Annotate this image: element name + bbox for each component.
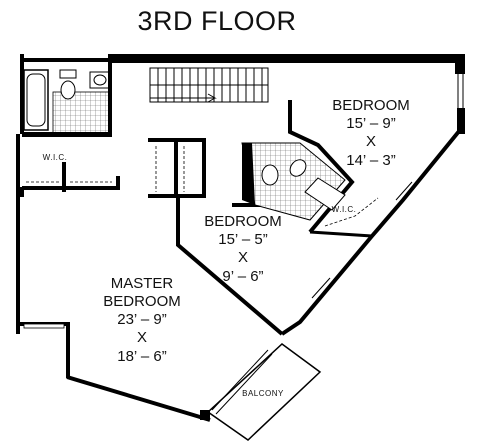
staircase xyxy=(149,67,269,103)
room-bedroom-top-right: BEDROOM 15’ – 9” X 14’ – 3” xyxy=(332,97,410,169)
svg-text:BEDROOM: BEDROOM xyxy=(103,293,181,310)
bath-right: W.I.C. xyxy=(241,100,379,238)
wic-left-label: W.I.C. xyxy=(43,153,68,162)
svg-text:MASTER: MASTER xyxy=(111,275,174,292)
floor-title: 3RD FLOOR xyxy=(137,6,296,36)
svg-text:BEDROOM: BEDROOM xyxy=(204,213,282,230)
windows xyxy=(23,74,464,329)
svg-text:9’ – 6”: 9’ – 6” xyxy=(222,268,263,285)
room-bedroom-middle: BEDROOM 15’ – 5” X 9’ – 6” xyxy=(204,213,282,285)
room-master-bedroom: MASTER BEDROOM 23’ – 9” X 18’ – 6” xyxy=(103,275,181,365)
wic-right-label: W.I.C. xyxy=(332,205,357,214)
svg-text:15’ – 9”: 15’ – 9” xyxy=(346,115,395,132)
svg-text:23’ – 9”: 23’ – 9” xyxy=(117,311,166,328)
bathroom-top-left xyxy=(22,62,112,137)
svg-text:18’ – 6”: 18’ – 6” xyxy=(117,348,166,365)
svg-text:15’ – 5”: 15’ – 5” xyxy=(218,231,267,248)
svg-text:X: X xyxy=(137,329,147,346)
svg-text:X: X xyxy=(238,249,248,266)
middle-closets xyxy=(148,138,206,198)
wic-left: W.I.C. xyxy=(22,153,120,192)
svg-text:BEDROOM: BEDROOM xyxy=(332,97,410,114)
svg-text:X: X xyxy=(366,133,376,150)
balcony: BALCONY xyxy=(200,343,322,441)
svg-text:14’ – 3”: 14’ – 3” xyxy=(346,152,395,169)
balcony-label: BALCONY xyxy=(242,389,284,398)
